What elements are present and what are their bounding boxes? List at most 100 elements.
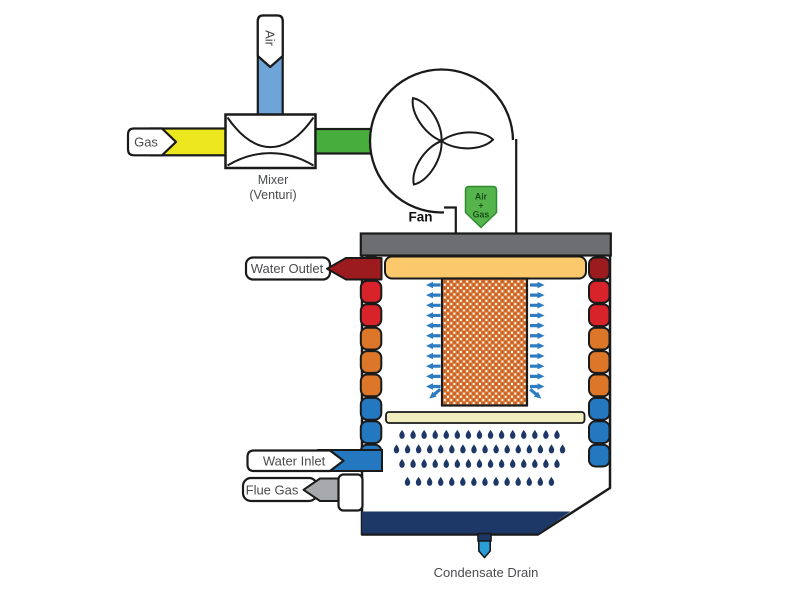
coil <box>588 443 611 468</box>
droplet <box>427 444 433 454</box>
flame-arrow <box>530 291 545 299</box>
fan-blade <box>412 139 443 186</box>
droplet <box>465 429 472 439</box>
droplet <box>548 444 555 454</box>
venturi-top-curve <box>226 116 315 149</box>
air-gas-badge: Air + Gas <box>464 185 498 229</box>
droplet <box>449 444 455 454</box>
flame-arrow <box>426 352 441 360</box>
water-inlet-label-box <box>246 449 345 473</box>
droplet <box>454 429 461 439</box>
coil <box>588 420 611 445</box>
droplet <box>404 444 411 454</box>
coil <box>588 303 611 328</box>
droplet <box>476 458 483 468</box>
water-header <box>384 255 587 280</box>
flame-arrow <box>530 332 545 339</box>
coil <box>359 279 383 304</box>
venturi-bottom-curve <box>226 152 315 167</box>
burner <box>440 277 529 407</box>
water-inlet-label: Water Inlet <box>263 453 326 468</box>
coil <box>588 279 611 304</box>
droplet <box>543 429 549 439</box>
coil <box>359 303 383 328</box>
fan-blades <box>411 96 495 186</box>
droplet <box>471 476 477 486</box>
air-gas-badge-shape <box>464 185 498 229</box>
fan-blade <box>439 131 495 150</box>
air-gas-badge-line1: Air <box>475 192 488 202</box>
fan-label: Fan <box>408 210 432 225</box>
droplet <box>487 458 494 468</box>
flame-arrow <box>426 373 441 380</box>
water-outlet-pipe <box>326 257 383 281</box>
flame-arrow <box>530 281 545 289</box>
droplet <box>493 476 499 486</box>
coil <box>359 420 383 445</box>
flame-arrow <box>530 373 545 380</box>
flame-arrow <box>426 302 441 309</box>
droplet <box>487 429 494 439</box>
droplet <box>532 458 538 468</box>
coil <box>359 350 383 374</box>
heat-exchanger-coils-left <box>359 256 383 468</box>
gas-label: Gas <box>134 134 158 149</box>
air-label-arrow <box>256 14 284 69</box>
flame-arrow <box>530 363 545 370</box>
condensate-drain-arrow <box>478 540 491 559</box>
coil <box>359 373 383 398</box>
droplet <box>421 429 427 439</box>
flue-gas-label: Flue Gas <box>246 482 299 497</box>
water-outlet-label: Water Outlet <box>251 261 324 276</box>
droplet <box>482 444 488 454</box>
gas-label-arrow <box>126 127 178 157</box>
droplet <box>399 429 405 439</box>
coil <box>588 256 611 281</box>
droplet <box>554 429 560 439</box>
droplet <box>443 458 449 468</box>
droplet <box>426 476 433 486</box>
droplet <box>510 429 516 439</box>
fan-duct-left-edge <box>444 206 457 235</box>
air-gas-pipe <box>314 127 381 155</box>
condensate-drain-stub <box>477 532 492 542</box>
droplet <box>493 444 499 454</box>
droplet <box>460 476 466 486</box>
flame-arrow <box>426 312 441 319</box>
droplet <box>404 476 411 486</box>
flue-collar <box>337 473 364 512</box>
droplet <box>393 444 400 454</box>
coil <box>359 326 383 351</box>
flame-arrow <box>426 322 441 329</box>
droplet <box>515 476 521 486</box>
droplet <box>504 444 510 454</box>
droplet <box>410 429 416 439</box>
droplet <box>521 429 527 439</box>
droplet <box>438 476 444 486</box>
flame-arrow <box>426 383 441 390</box>
air-gas-badge-line2: + <box>478 201 483 211</box>
flame-arrows-right <box>529 281 545 399</box>
droplet <box>482 476 488 486</box>
droplet <box>537 476 544 486</box>
droplet <box>471 444 477 454</box>
droplet <box>410 458 416 468</box>
droplet <box>498 429 505 439</box>
port-connections: Water Outlet Water Inlet Flue Gas <box>241 256 383 512</box>
droplet <box>526 476 532 486</box>
fan-assembly: Fan <box>368 68 518 235</box>
droplet <box>443 429 449 439</box>
flame-arrow <box>530 312 545 319</box>
flame-arrow <box>426 332 441 339</box>
droplet <box>515 444 521 454</box>
boiler-cap <box>359 232 612 257</box>
droplet <box>415 476 422 486</box>
condensate-drain-label: Condensate Drain <box>434 565 539 580</box>
droplet <box>510 458 516 468</box>
flame-arrow <box>426 342 441 350</box>
flame-arrow <box>426 291 441 299</box>
flame-arrows-left <box>426 281 442 399</box>
air-label: Air <box>263 30 278 47</box>
droplet <box>454 458 461 468</box>
droplet <box>559 444 566 454</box>
